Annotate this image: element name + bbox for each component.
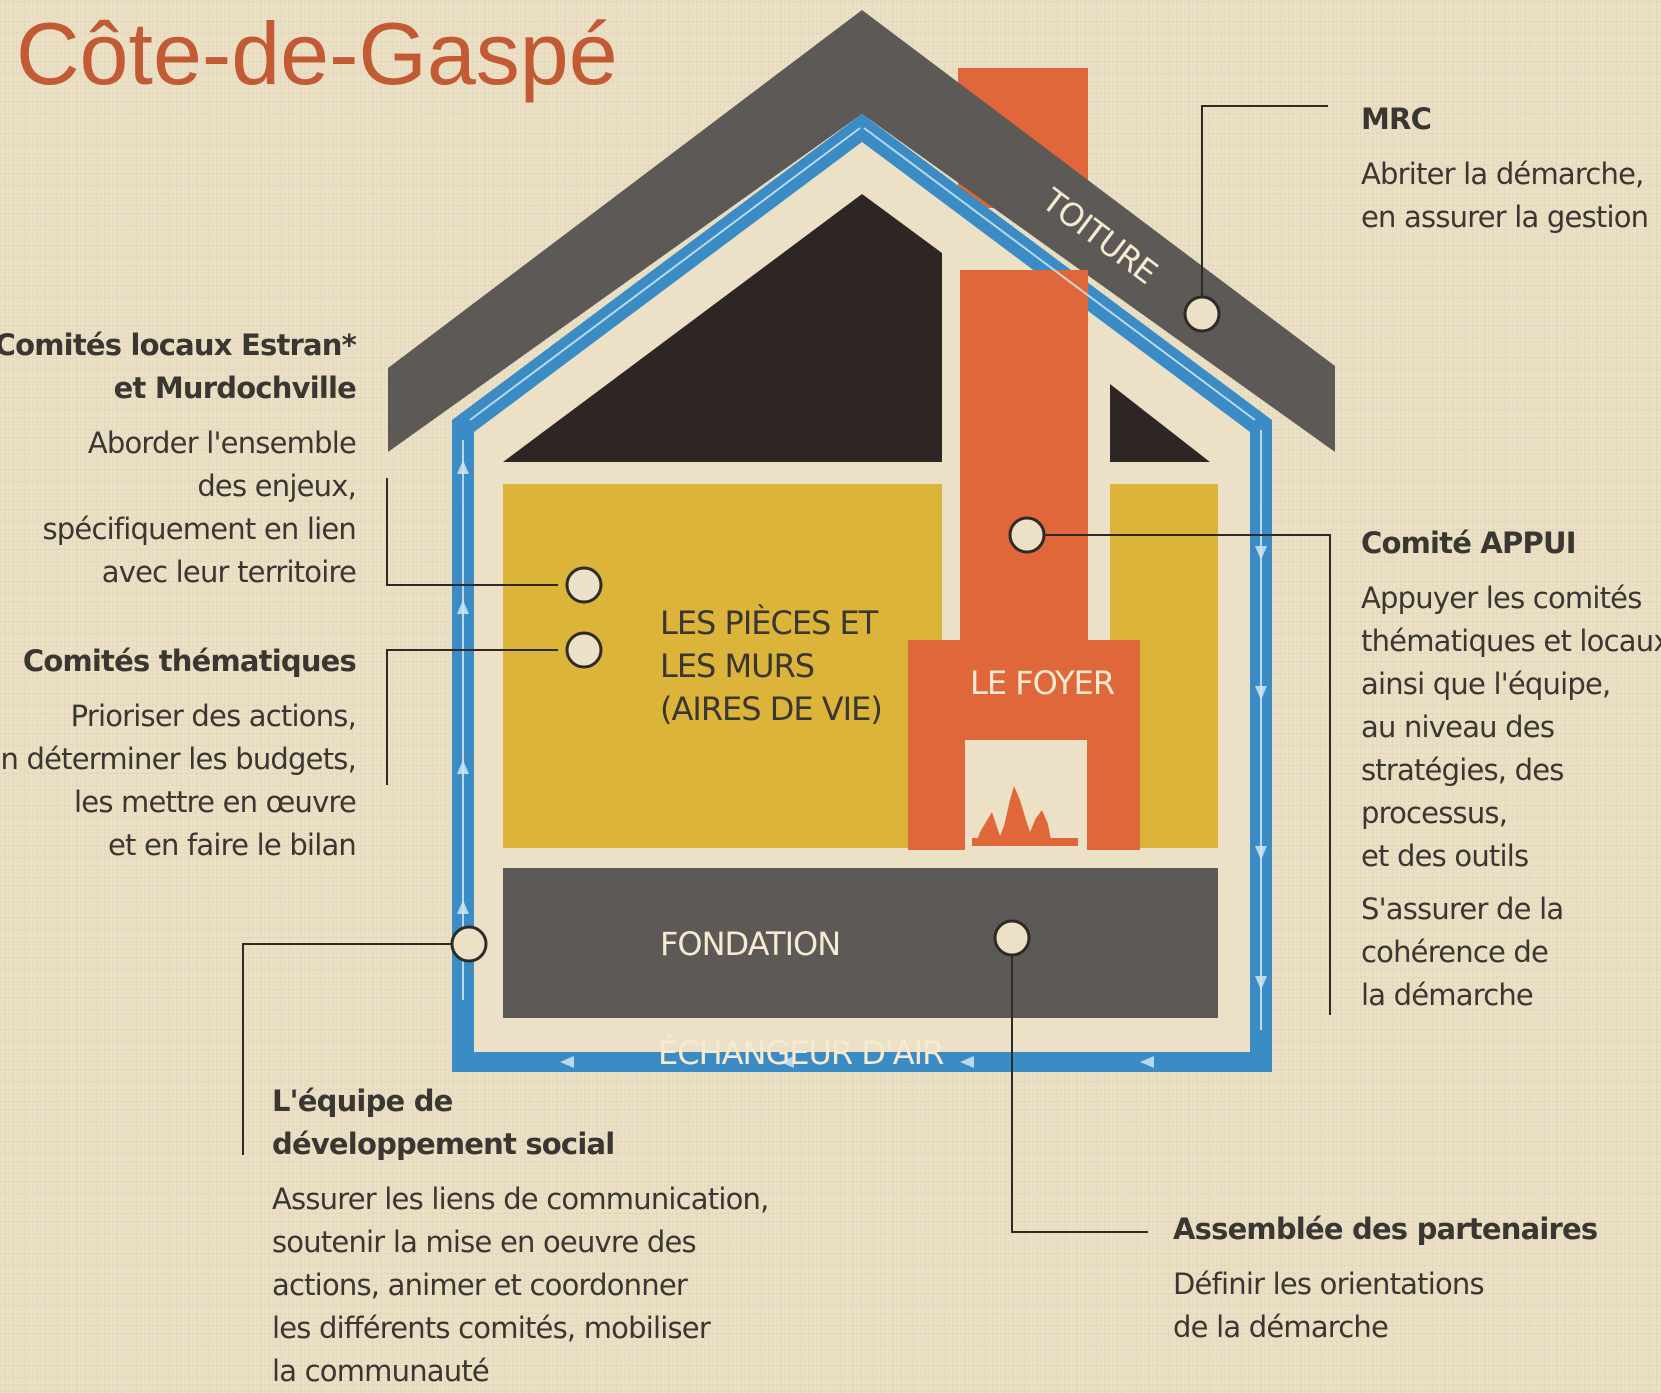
- mrc-heading: MRC: [1361, 102, 1432, 136]
- leader-comite-appui: [1044, 534, 1331, 1015]
- comite-appui-desc-line: stratégies, des: [1361, 753, 1564, 787]
- equipe-desc-line: Assurer les liens de communication,: [272, 1182, 769, 1216]
- leader-mrc: [1201, 105, 1328, 300]
- comites-thematiques-desc-line: en déterminer les budgets,: [0, 742, 357, 776]
- block-mrc: MRC Abriter la démarche, en assurer la g…: [1361, 98, 1649, 239]
- fire-icon: [975, 786, 1052, 846]
- air-flow-arrowheads: [457, 460, 1267, 1068]
- fire-base: [972, 838, 1078, 846]
- comites-locaux-desc-line: des enjeux,: [197, 469, 356, 503]
- marker-assemblee: [993, 919, 1031, 957]
- comites-thematiques-desc-line: les mettre en œuvre: [74, 785, 357, 819]
- attic-right: [1110, 384, 1210, 462]
- equipe-desc-line: soutenir la mise en oeuvre des: [272, 1225, 697, 1259]
- hearth: [908, 270, 1140, 850]
- equipe-desc-line: actions, animer et coordonner: [272, 1268, 688, 1302]
- assemblee-desc-line: de la démarche: [1173, 1310, 1389, 1344]
- equipe-heading-line: L'équipe de: [272, 1084, 453, 1118]
- marker-mrc: [1183, 295, 1221, 333]
- comite-appui-desc2-line: S'assurer de la: [1361, 892, 1564, 926]
- rooms-label-line2: LES MURS: [660, 647, 814, 685]
- comite-appui-heading: Comité APPUI: [1361, 526, 1576, 560]
- comites-locaux-heading-line: et Murdochville: [113, 371, 357, 405]
- block-equipe: L'équipe de développement social Assurer…: [272, 1080, 769, 1393]
- block-comites-locaux: Comités locaux Estran* et Murdochville A…: [0, 324, 357, 594]
- assemblee-desc-line: Définir les orientations: [1173, 1267, 1485, 1301]
- comite-appui-desc-line: thématiques et locaux,: [1361, 624, 1661, 658]
- comite-appui-desc2-line: la démarche: [1361, 978, 1534, 1012]
- comites-thematiques-desc-line: et en faire le bilan: [107, 828, 357, 862]
- comite-appui-desc-line: au niveau des: [1361, 710, 1555, 744]
- comites-thematiques-desc-line: Prioriser des actions,: [70, 699, 357, 733]
- leader-assemblee: [1011, 938, 1148, 1233]
- comites-locaux-desc-line: Aborder l'ensemble: [87, 426, 357, 460]
- marker-comites-locaux: [565, 566, 603, 604]
- block-comite-appui: Comité APPUI Appuyer les comités thémati…: [1361, 522, 1661, 1017]
- foundation: [503, 868, 1218, 1018]
- marker-comites-thematiques: [565, 631, 603, 669]
- comites-locaux-desc-line: spécifiquement en lien: [42, 512, 357, 546]
- comites-locaux-desc-line: avec leur territoire: [101, 555, 357, 589]
- block-assemblee: Assemblée des partenaires Définir les or…: [1173, 1208, 1598, 1349]
- leader-equipe: [242, 943, 452, 1155]
- mrc-desc-line: Abriter la démarche,: [1361, 157, 1644, 191]
- comite-appui-desc-line: et des outils: [1361, 839, 1529, 873]
- roof: [388, 10, 1335, 452]
- mrc-desc-line: en assurer la gestion: [1361, 200, 1649, 234]
- marker-equipe: [450, 925, 488, 963]
- comite-appui-desc2-line: cohérence de: [1361, 935, 1549, 969]
- equipe-heading-line: développement social: [272, 1127, 615, 1161]
- foundation-label: FONDATION: [660, 925, 840, 963]
- hearth-label: LE FOYER: [970, 664, 1115, 702]
- comite-appui-desc-line: Appuyer les comités: [1361, 581, 1642, 615]
- assemblee-heading: Assemblée des partenaires: [1173, 1212, 1598, 1246]
- leader-comites-locaux: [386, 478, 558, 586]
- leader-comites-thematiques: [386, 649, 558, 785]
- rooms-label-line3: (AIRES DE VIE): [660, 690, 882, 728]
- equipe-desc-line: la communauté: [272, 1354, 490, 1388]
- comites-thematiques-heading: Comités thématiques: [22, 644, 357, 678]
- rooms-label-line1: LES PIÈCES ET: [660, 604, 879, 642]
- block-comites-thematiques: Comités thématiques Prioriser des action…: [0, 640, 357, 867]
- equipe-desc-line: les différents comités, mobiliser: [272, 1311, 711, 1345]
- marker-comite-appui: [1008, 516, 1046, 554]
- comites-locaux-heading-line: Comités locaux Estran*: [0, 328, 357, 362]
- attic: [503, 194, 942, 462]
- comite-appui-desc-line: ainsi que l'équipe,: [1361, 667, 1611, 701]
- comite-appui-desc-line: processus,: [1361, 796, 1508, 830]
- air-exchanger-label: ÉCHANGEUR D'AIR: [658, 1034, 944, 1072]
- page-title: Côte-de-Gaspé: [16, 4, 618, 103]
